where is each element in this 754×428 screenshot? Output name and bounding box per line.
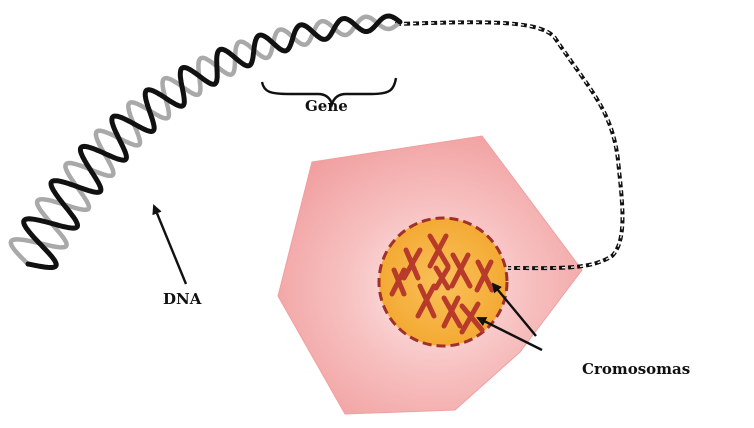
chromosomes-label: Cromosomas xyxy=(582,360,690,378)
dna-label: DNA xyxy=(163,290,202,308)
gene-label: Gene xyxy=(305,97,348,115)
dna-arrow xyxy=(154,206,186,284)
